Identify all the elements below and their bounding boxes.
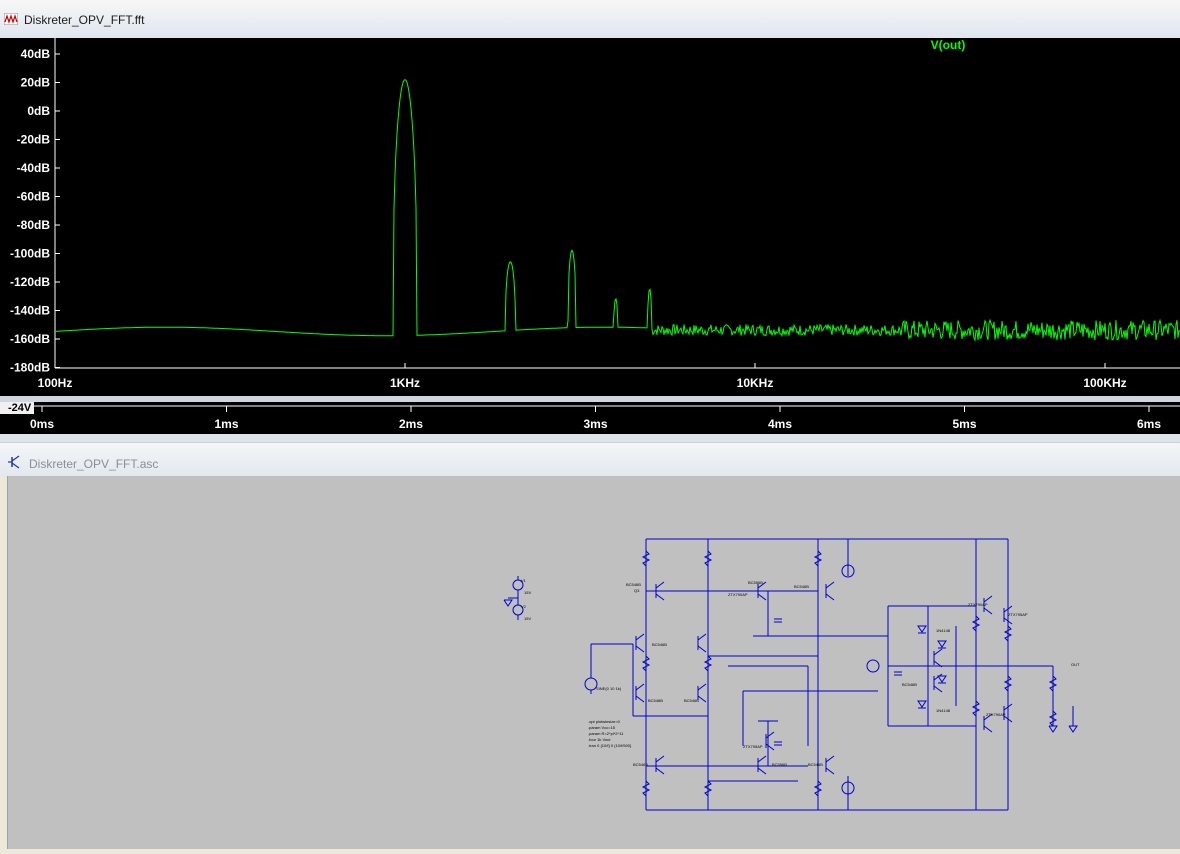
fft-window-titlebar[interactable]: Diskreter_OPV_FFT.fft: [0, 0, 1180, 39]
fft-y-tick: -160dB: [10, 332, 50, 346]
fft-x-tick: 10KHz: [737, 376, 774, 390]
fft-plot[interactable]: 40dB 20dB 0dB -20dB -40dB -60dB -80dB -100dB -12…: [0, 38, 1180, 396]
trace-label-vout[interactable]: V(out): [931, 38, 966, 52]
output-node-label: OUT: [1071, 662, 1080, 667]
time-y-tick: -24V: [8, 402, 32, 414]
mdi-gap: [0, 434, 1180, 442]
svg-text:BC546B: BC546B: [902, 682, 917, 687]
fft-x-tick: 100Hz: [38, 376, 73, 390]
svg-text:BC556B: BC556B: [772, 762, 787, 767]
waveform-icon: [4, 13, 18, 25]
fft-y-tick: -140dB: [10, 304, 50, 318]
schematic-window-title: Diskreter_OPV_FFT.asc: [29, 457, 159, 471]
fft-y-tick: 0dB: [27, 104, 50, 118]
svg-text:15V: 15V: [524, 590, 531, 595]
svg-text:BC546B: BC546B: [626, 582, 641, 587]
pane-splitter[interactable]: [0, 396, 1180, 402]
time-x-tick: 2ms: [399, 417, 423, 431]
svg-text:V2: V2: [521, 604, 527, 609]
fft-trace: [55, 78, 1180, 342]
fft-y-tick: -100dB: [10, 247, 50, 261]
fft-y-tick: -80dB: [17, 218, 51, 232]
fft-y-tick: -60dB: [17, 190, 51, 204]
spice-directive: .param R=2*pi*2^11: [588, 731, 624, 736]
time-x-tick: 4ms: [768, 417, 792, 431]
svg-text:ZTX790AP: ZTX790AP: [728, 592, 748, 597]
fft-plot-pane[interactable]: 40dB 20dB 0dB -20dB -40dB -60dB -80dB -100dB -12…: [0, 38, 1180, 396]
svg-text:BC546B: BC546B: [808, 762, 823, 767]
svg-text:BC546B: BC546B: [652, 642, 667, 647]
fft-y-tick: 20dB: [21, 76, 51, 90]
spice-directive: .four 1k Vout: [588, 737, 611, 742]
transistor-icon: [8, 455, 20, 469]
svg-text:1N4148: 1N4148: [936, 708, 951, 713]
spice-directives: .opt plotwinsize=0.param Vcc=15.param R=…: [588, 719, 632, 748]
time-x-tick: 6ms: [1137, 417, 1161, 431]
svg-text:ZTX795AP: ZTX795AP: [743, 744, 763, 749]
fft-x-tick: 100KHz: [1083, 376, 1126, 390]
svg-text:15V: 15V: [524, 616, 531, 621]
time-plot-pane[interactable]: -24V 0ms 1ms 2ms 3ms 4ms 5ms 6ms: [0, 402, 1180, 434]
svg-text:ZTX795AP: ZTX795AP: [1008, 612, 1028, 617]
svg-text:BC556B: BC556B: [748, 580, 763, 585]
fft-y-tick: -120dB: [10, 275, 50, 289]
svg-text:BC546B: BC546B: [684, 698, 699, 703]
time-plot[interactable]: -24V 0ms 1ms 2ms 3ms 4ms 5ms 6ms: [0, 402, 1180, 434]
spice-directive: .tran 0 {10/f} 0 {10/f/500}: [588, 743, 632, 748]
svg-text:SINE(0 10 1k): SINE(0 10 1k): [596, 686, 622, 691]
time-x-tick: 0ms: [30, 417, 54, 431]
svg-text:Q3: Q3: [634, 588, 640, 593]
spice-directive: .opt plotwinsize=0: [588, 719, 621, 724]
spice-directive: .param Vcc=15: [588, 725, 616, 730]
fft-y-tick: -40dB: [17, 161, 51, 175]
time-x-tick: 1ms: [214, 417, 238, 431]
fft-y-tick: -180dB: [10, 361, 50, 375]
time-x-tick: 5ms: [952, 417, 976, 431]
svg-text:ZTX790AP: ZTX790AP: [986, 712, 1006, 717]
schematic-window-titlebar[interactable]: Diskreter_OPV_FFT.asc: [0, 442, 1180, 477]
svg-text:V1: V1: [521, 578, 527, 583]
svg-text:ZTX790AP: ZTX790AP: [968, 602, 988, 607]
fft-y-tick: -20dB: [17, 133, 51, 147]
svg-text:1N4148: 1N4148: [936, 628, 951, 633]
fft-x-tick: 1KHz: [390, 376, 420, 390]
fft-window-title: Diskreter_OPV_FFT.fft: [24, 13, 145, 27]
svg-text:BC546B: BC546B: [648, 698, 663, 703]
fft-y-tick: 40dB: [21, 47, 51, 61]
svg-text:BC546B: BC546B: [794, 584, 809, 589]
svg-text:BC546B: BC546B: [633, 762, 648, 767]
time-x-tick: 3ms: [583, 417, 607, 431]
circuit-wires: [503, 538, 1078, 811]
